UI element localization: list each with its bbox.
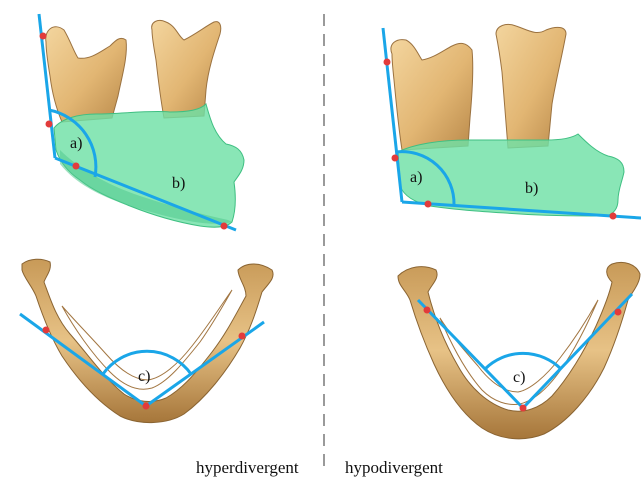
right-coronoid-bone (496, 24, 566, 148)
left-label-gonial-angle: a) (70, 135, 82, 152)
right-panel-hypodivergent: a) b) c) hypodivergent (345, 24, 641, 477)
left-lateral-mandible: a) b) (39, 14, 244, 230)
right-landmark-arch-left (424, 307, 431, 314)
right-label-arch-angle: c) (513, 369, 525, 386)
left-label-mandibular-body: b) (172, 175, 185, 192)
right-landmark-menton (610, 213, 617, 220)
right-ramus-bone (391, 40, 473, 150)
right-lateral-mandible: a) b) (383, 24, 641, 219)
right-arch-bone (398, 262, 640, 438)
left-arch-line-left (20, 314, 146, 406)
left-coronoid-bone (152, 20, 221, 118)
right-axial-mandible: c) (398, 262, 640, 438)
left-landmark-gonion (73, 163, 80, 170)
right-landmark-arch-center (520, 405, 527, 412)
left-panel-hyperdivergent: a) b) c) hyperdivergent (20, 14, 299, 477)
right-caption: hypodivergent (345, 458, 443, 477)
left-landmark-ramus (46, 121, 53, 128)
right-landmark-gonion (425, 201, 432, 208)
left-caption: hyperdivergent (196, 458, 299, 477)
left-landmark-arch-right (239, 333, 246, 340)
right-landmark-arch-right (615, 309, 622, 316)
right-landmark-ramus (392, 155, 399, 162)
left-ramus-bone (46, 27, 127, 122)
left-landmark-arch-left (43, 327, 50, 334)
right-label-mandibular-body: b) (525, 180, 538, 197)
right-label-gonial-angle: a) (410, 169, 422, 186)
left-landmark-arch-center (143, 403, 150, 410)
right-arch-angle-arc (485, 353, 561, 369)
left-landmark-menton (221, 223, 228, 230)
left-label-arch-angle: c) (138, 368, 150, 385)
left-landmark-condyle (40, 33, 47, 40)
right-landmark-condyle (384, 59, 391, 66)
left-axial-mandible: c) (20, 259, 273, 422)
